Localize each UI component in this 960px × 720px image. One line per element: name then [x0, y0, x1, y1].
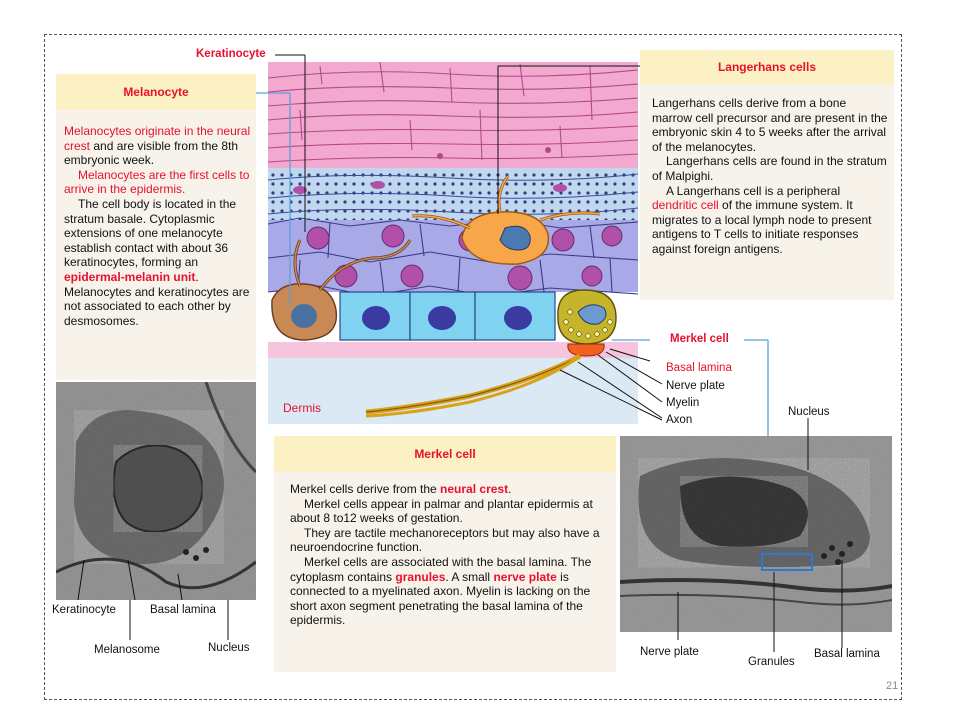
langerhans-p3-red: dendritic cell	[652, 198, 719, 213]
langerhans-p1: Langerhans cells derive from a bone marr…	[652, 96, 888, 154]
label-myelin: Myelin	[666, 397, 700, 409]
micro-right-granules: Granules	[748, 656, 795, 668]
label-axon: Axon	[666, 414, 693, 426]
melanocyte-p1-rest: and are visible from the 8th embryonic w…	[64, 138, 239, 168]
merkel-p4-red2: nerve plate	[493, 569, 557, 584]
melanocyte-micrograph	[56, 382, 256, 600]
merkel-p1-start: Merkel cells derive from the	[290, 482, 441, 496]
langerhans-p3-rest: of the immune system. It migrates to a l…	[652, 198, 872, 256]
label-keratinocyte: Keratinocyte	[196, 48, 266, 60]
langerhans-title: Langerhans cells	[640, 50, 894, 84]
langerhans-cell	[411, 175, 601, 265]
langerhans-text: Langerhans cells derive from a bone marr…	[652, 96, 888, 257]
skin-layers	[268, 62, 638, 424]
micro-right-basal-lamina: Basal lamina	[814, 648, 880, 660]
melanocyte-text: Melanocytes originate in the neural cres…	[64, 124, 256, 328]
dermis-layer	[268, 358, 638, 424]
label-merkel-cell: Merkel cell	[670, 333, 729, 345]
merkel-p4-mid: . A small	[445, 569, 494, 584]
merkel-p3: They are tactile mechanoreceptors but ma…	[290, 525, 600, 555]
merkel-p1-end: .	[508, 482, 512, 496]
melanocyte-p2: Melanocytes are the first cells to arriv…	[64, 167, 250, 197]
leader-lines	[275, 54, 663, 421]
merkel-p2: Merkel cells appear in palmar and planta…	[290, 496, 593, 526]
langerhans-p2: Langerhans cells are found in the stratu…	[652, 154, 887, 183]
merkel-p4-rest: is connected to a myelinated axon. Myeli…	[290, 569, 591, 628]
melanocyte-p4: Melanocytes and keratinocytes are not as…	[64, 284, 250, 328]
micro-left-melanosome: Melanosome	[94, 644, 160, 656]
langerhans-panel	[640, 50, 894, 300]
merkel-text: Merkel cells derive from the neural cres…	[290, 482, 610, 628]
micro-right-nucleus: Nucleus	[788, 406, 830, 418]
melanocyte-p3-end: .	[195, 269, 199, 284]
micro-left-keratinocyte: Keratinocyte	[52, 604, 116, 616]
melanocyte-p3: The cell body is located in the stratum …	[64, 196, 237, 270]
label-dermis: Dermis	[283, 401, 321, 415]
merkel-p4-start: Merkel cells are associated with the bas…	[290, 554, 592, 584]
basal-lamina-layer	[268, 342, 638, 358]
micro-left-nucleus: Nucleus	[208, 642, 250, 654]
stratum-corneum	[268, 62, 638, 168]
micro-left-basal-lamina: Basal lamina	[150, 604, 216, 616]
micro-right-nerve-plate: Nerve plate	[640, 646, 699, 658]
merkel-title: Merkel cell	[274, 436, 616, 472]
melanocyte-title-overlay	[56, 74, 256, 110]
page-number: 21	[886, 680, 899, 692]
merkel-p1-red: neural crest	[440, 482, 509, 496]
melanocyte-cell	[271, 239, 412, 341]
merkel-p4-red1: granules	[395, 569, 446, 584]
slide-border	[44, 34, 902, 700]
merkel-panel	[274, 436, 616, 672]
melanocyte-p1-red: Melanocytes originate in the neural cres…	[64, 124, 251, 153]
merkel-micrograph	[620, 436, 892, 632]
corneum-lines	[268, 62, 638, 163]
label-basal-lamina: Basal lamina	[666, 362, 732, 374]
nerve-fiber	[365, 353, 582, 418]
langerhans-p3-start: A Langerhans cell is a peripheral	[666, 183, 841, 198]
merkel-cell-drawing	[557, 289, 617, 357]
label-nerve-plate: Nerve plate	[666, 380, 725, 392]
melanocyte-p3-red: epidermal-melanin unit	[64, 269, 196, 284]
stratum-basale	[339, 291, 556, 341]
melanocyte-title: Melanocyte	[56, 74, 256, 110]
melanocyte-panel	[56, 74, 256, 380]
